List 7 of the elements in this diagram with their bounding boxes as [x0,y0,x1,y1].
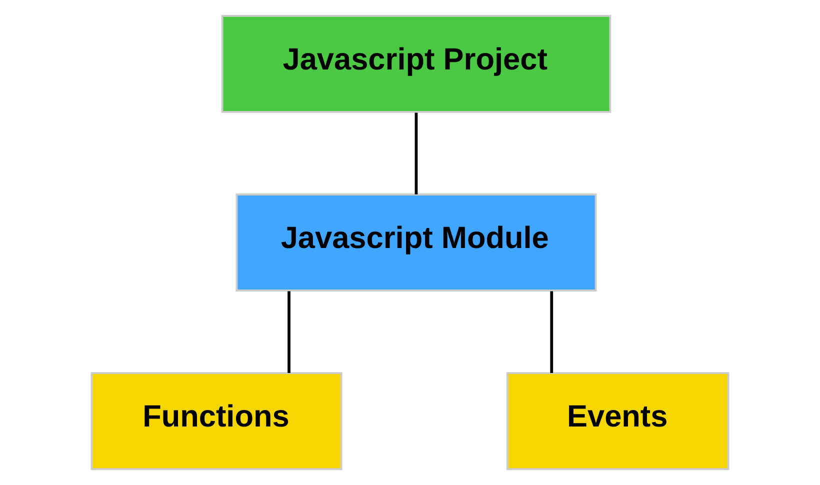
connector [550,291,554,373]
node-box: Javascript Project [221,14,612,113]
connector [288,291,290,373]
node-box: Javascript Module [236,194,597,292]
node-box: Events [506,372,730,470]
node-box: Functions [90,372,342,470]
connector [414,112,418,194]
